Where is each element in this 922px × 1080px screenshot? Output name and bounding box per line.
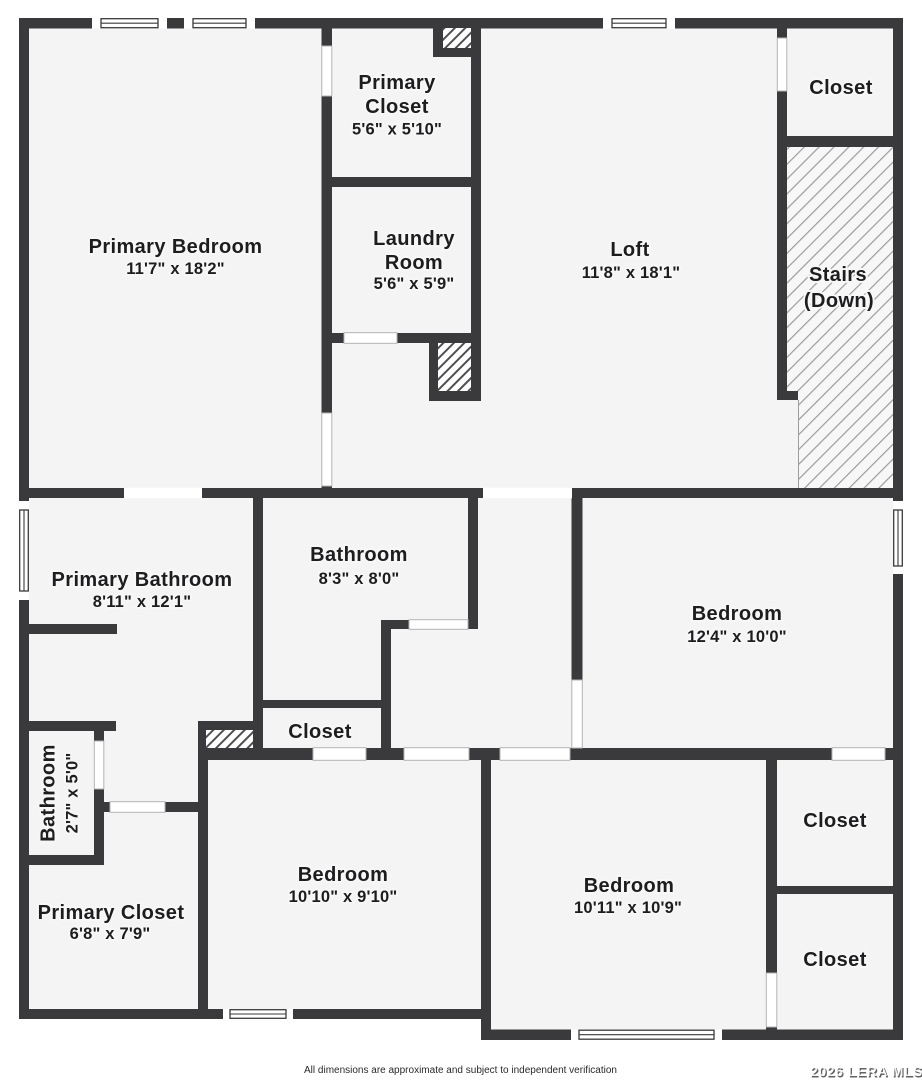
svg-text:Bedroom: Bedroom — [298, 864, 389, 886]
svg-text:Primary Closet: Primary Closet — [38, 902, 185, 924]
svg-text:6'8" x 7'9": 6'8" x 7'9" — [70, 925, 151, 943]
svg-text:(Down): (Down) — [804, 290, 874, 312]
svg-text:8'11" x 12'1": 8'11" x 12'1" — [93, 593, 192, 611]
svg-text:Primary: Primary — [358, 72, 436, 94]
svg-text:Closet: Closet — [803, 949, 867, 971]
svg-text:Closet: Closet — [288, 721, 352, 743]
svg-text:Closet: Closet — [365, 96, 429, 118]
svg-text:5'6" x 5'9": 5'6" x 5'9" — [374, 275, 455, 293]
svg-text:Closet: Closet — [809, 77, 873, 99]
svg-text:Bedroom: Bedroom — [692, 603, 783, 625]
svg-text:11'7" x 18'2": 11'7" x 18'2" — [126, 260, 225, 278]
svg-text:2'7" x 5'0": 2'7" x 5'0" — [64, 753, 82, 834]
svg-text:11'8" x 18'1": 11'8" x 18'1" — [582, 264, 681, 282]
svg-text:Primary Bedroom: Primary Bedroom — [89, 236, 263, 258]
svg-text:12'4" x 10'0": 12'4" x 10'0" — [687, 628, 787, 646]
svg-text:All dimensions are approximate: All dimensions are approximate and subje… — [304, 1065, 617, 1076]
svg-text:Laundry: Laundry — [373, 228, 455, 250]
svg-text:Stairs: Stairs — [809, 264, 867, 286]
svg-text:8'3" x 8'0": 8'3" x 8'0" — [319, 570, 400, 588]
svg-text:2026 LERA MLS: 2026 LERA MLS — [811, 1065, 922, 1080]
svg-text:2026 LERA MLS: 2026 LERA MLS — [810, 1063, 922, 1079]
svg-text:Loft: Loft — [610, 239, 649, 261]
svg-text:5'6" x 5'10": 5'6" x 5'10" — [352, 121, 442, 139]
svg-text:10'10" x 9'10": 10'10" x 9'10" — [289, 888, 398, 906]
svg-text:Room: Room — [385, 252, 443, 274]
svg-text:Bathroom: Bathroom — [310, 544, 408, 566]
svg-text:Closet: Closet — [803, 810, 867, 832]
svg-text:Bedroom: Bedroom — [584, 875, 675, 897]
svg-text:Primary Bathroom: Primary Bathroom — [52, 569, 233, 591]
svg-text:Bathroom: Bathroom — [38, 744, 60, 842]
svg-text:10'11" x 10'9": 10'11" x 10'9" — [574, 899, 682, 917]
